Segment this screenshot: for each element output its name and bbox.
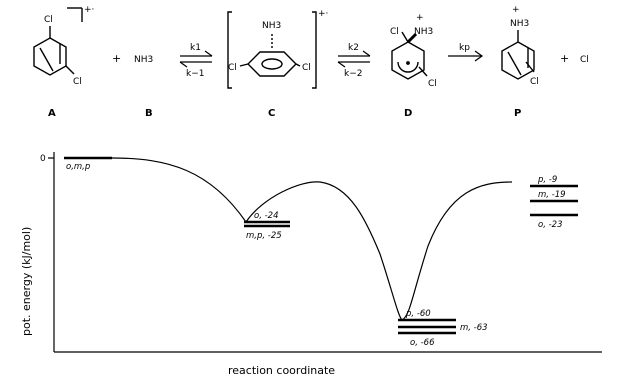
- label-prod-mid: m, -19: [538, 190, 566, 200]
- species-A-charge: +·: [84, 5, 94, 15]
- label-prod-top: p, -9: [537, 175, 557, 185]
- rate-k2: k2: [348, 43, 359, 53]
- equilibrium-arrow-2: [337, 50, 371, 68]
- species-D-structure: [391, 31, 428, 80]
- species-A-cl-bottom: Cl: [73, 77, 82, 87]
- species-A-cl-top: Cl: [44, 15, 53, 25]
- species-P: + NH3 Cl P: [501, 5, 539, 119]
- species-C-nh3: NH3: [262, 21, 281, 31]
- label-inter-top: p, -60: [405, 309, 431, 319]
- energy-axes: [48, 152, 602, 353]
- species-C-label: C: [268, 108, 275, 119]
- rate-kp: kp: [459, 43, 470, 53]
- species-P-plus: +: [512, 5, 520, 15]
- forward-arrow-p: [448, 50, 484, 62]
- species-B-label: B: [145, 108, 153, 119]
- energy-levels: [64, 156, 578, 335]
- species-D-label: D: [404, 108, 412, 119]
- species-C: NH3 Cl Cl +· C: [227, 9, 328, 119]
- species-P-structure: [501, 30, 535, 80]
- species-D-cl-bottom: Cl: [428, 79, 437, 89]
- species-C-cl-right: Cl: [302, 63, 311, 73]
- y-tick-zero: 0: [40, 154, 46, 164]
- species-A-structure: [33, 7, 83, 76]
- rate-k1: k1: [190, 43, 201, 53]
- species-C-charge: +·: [318, 9, 328, 19]
- species-C-structure: [227, 11, 317, 89]
- label-start: o,m,p: [66, 162, 90, 172]
- species-A-label: A: [48, 108, 56, 119]
- x-axis-label: reaction coordinate: [228, 364, 335, 377]
- species-D-cl-top: Cl: [390, 27, 399, 37]
- equilibrium-arrow-1: [179, 50, 213, 68]
- species-D: Cl + NH3 Cl D: [390, 13, 437, 119]
- species-D-plus: +: [416, 13, 424, 23]
- plus-sign-2: +: [560, 52, 569, 65]
- product-cl: Cl: [580, 55, 589, 65]
- rate-k-minus-2: k−2: [344, 69, 362, 79]
- species-B: NH3 B: [134, 55, 153, 119]
- label-complex-bot: m,p, -25: [246, 231, 282, 241]
- y-axis-label: pot. energy (kJ/mol): [20, 227, 33, 336]
- label-complex-top: o, -24: [254, 211, 279, 221]
- species-P-label: P: [514, 108, 521, 119]
- species-A: Cl Cl +· A: [33, 5, 94, 119]
- species-P-cl: Cl: [530, 77, 539, 87]
- energy-profile-curve: [111, 157, 513, 321]
- plus-sign-1: +: [112, 52, 121, 65]
- label-prod-bot: o, -23: [538, 220, 563, 230]
- label-inter-bot: o, -66: [410, 338, 435, 348]
- species-P-nh3: NH3: [510, 19, 529, 29]
- label-inter-mid: m, -63: [460, 323, 488, 333]
- rate-k-minus-1: k−1: [186, 69, 204, 79]
- species-D-nh3: NH3: [414, 27, 433, 37]
- species-B-formula: NH3: [134, 55, 153, 65]
- species-C-cl-left: Cl: [228, 63, 237, 73]
